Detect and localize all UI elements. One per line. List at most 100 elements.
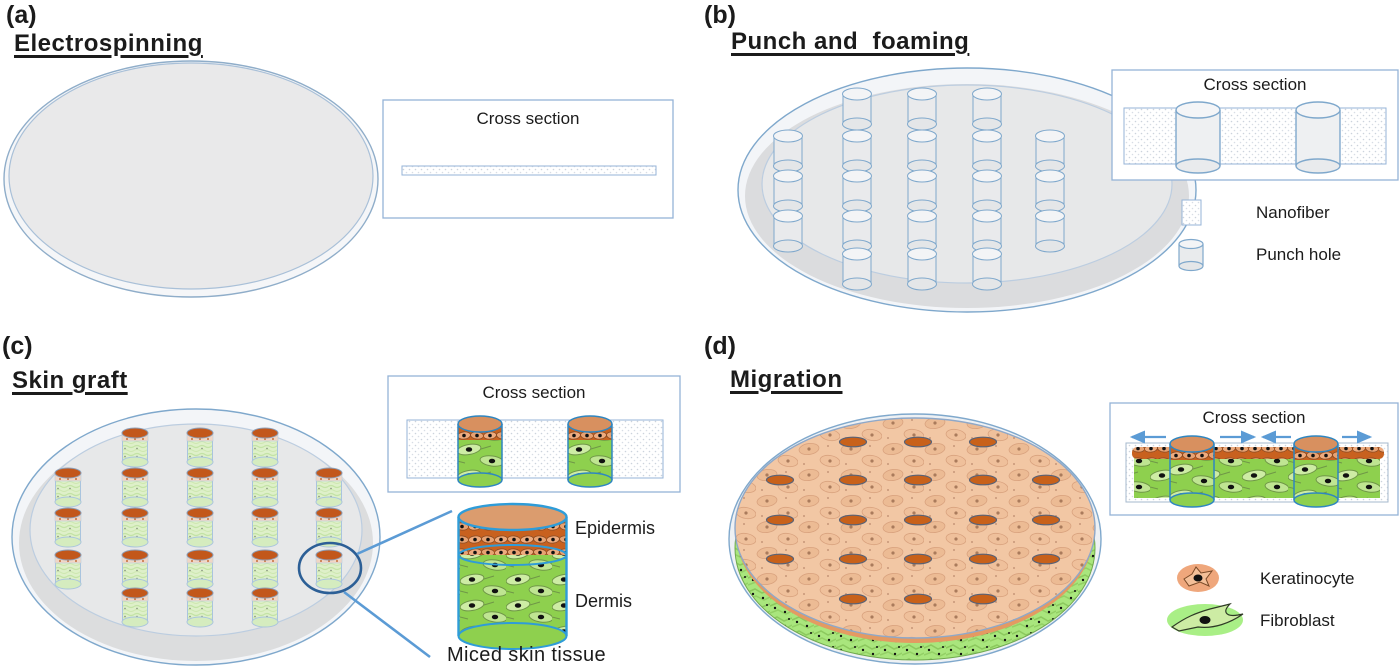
skin-graft-cylinder: [251, 549, 279, 590]
panel-a-label: (a): [6, 1, 37, 29]
nanofiber-band: [1123, 107, 1387, 165]
cross-section-graft-cylinder: [457, 415, 503, 488]
punch-cylinder: [842, 87, 872, 131]
skin-graft-cylinder: [186, 427, 214, 468]
keratinocyte-swatch-icon: [1177, 564, 1219, 592]
punch-cylinder: [773, 209, 803, 253]
punch-cylinder: [1035, 209, 1065, 253]
punch-cylinder: [972, 209, 1002, 253]
graft-top-dot: [903, 436, 933, 448]
graft-top-dot: [838, 593, 868, 605]
skin-graft-cylinder: [186, 467, 214, 508]
petri-dish-skin-graft: [11, 408, 381, 666]
nanofiber-mat-strip: [401, 165, 657, 176]
cross-section-box-b: [1111, 69, 1399, 181]
skin-graft-cylinder: [186, 507, 214, 548]
graft-top-dot: [968, 474, 998, 486]
cross-section-punch-cylinder: [1295, 101, 1341, 174]
fibroblast-swatch-icon: [1167, 602, 1244, 636]
punch-cylinder: [773, 169, 803, 213]
graft-top-dot: [968, 593, 998, 605]
punch-cylinder: [1035, 169, 1065, 213]
graft-top-dot: [765, 553, 795, 565]
callout-line-to-minced-label: [343, 590, 431, 659]
panel-b-title: Punch and foaming: [731, 28, 970, 55]
nanofiber-band: [406, 419, 664, 479]
graft-top-dot: [968, 436, 998, 448]
graft-top-dot: [968, 553, 998, 565]
petri-dish-migration: [728, 413, 1102, 665]
petri-dish-electrospinning: [3, 60, 379, 298]
punch-cylinder: [972, 247, 1002, 291]
legend-d: [1167, 564, 1244, 636]
graft-top-dot: [765, 474, 795, 486]
skin-graft-cylinder: [251, 427, 279, 468]
punch-cylinder: [907, 87, 937, 131]
panel-d-label: (d): [704, 332, 736, 360]
graft-top-dot: [765, 514, 795, 526]
punch-cylinder: [972, 87, 1002, 131]
cross-section-graft-cylinder: [1169, 435, 1215, 508]
punch-cylinder: [842, 247, 872, 291]
punch-cylinder: [773, 129, 803, 173]
punch-cylinder: [907, 209, 937, 253]
graft-top-dot-array: [765, 436, 1061, 605]
minced-skin-tissue-label: Miced skin tissue: [447, 644, 607, 666]
skin-graft-cylinder: [121, 587, 149, 628]
graft-top-dot: [903, 514, 933, 526]
petri-dish-punch-foaming: [737, 67, 1197, 313]
skin-graft-cylinder: [186, 549, 214, 590]
skin-graft-cylinder: [315, 549, 343, 590]
graft-top-dot: [838, 553, 868, 565]
legend-label-nanofiber: Nanofiber: [1256, 203, 1330, 222]
punch-cylinder: [1035, 129, 1065, 173]
legend-label-keratinocyte: Keratinocyte: [1260, 569, 1355, 588]
migrated-skin-sheet: [734, 417, 1096, 639]
skin-graft-cylinder: [121, 507, 149, 548]
skin-graft-cylinder: [251, 587, 279, 628]
punch-cylinder: [842, 129, 872, 173]
graft-top-dot: [1031, 514, 1061, 526]
cross-section-title-d: Cross section: [1202, 408, 1306, 427]
skin-graft-cylinder: [54, 467, 82, 508]
legend-b: [1178, 199, 1204, 272]
graft-top-dot: [838, 514, 868, 526]
cross-section-graft-cylinder: [567, 415, 613, 488]
punch-cylinder: [907, 129, 937, 173]
epidermis-label: Epidermis: [575, 518, 656, 538]
cross-section-punch-cylinder: [1175, 101, 1221, 174]
cross-section-box-d: [1109, 402, 1399, 516]
cross-section-title-a: Cross section: [476, 109, 580, 128]
skin-graft-cylinder: [54, 507, 82, 548]
callout-line-to-enlarged-cylinder: [356, 509, 453, 556]
punch-cylinder: [907, 169, 937, 213]
cross-section-box-a: [382, 99, 674, 219]
punch-cylinder: [907, 247, 937, 291]
punch-cylinder: [842, 209, 872, 253]
graft-top-dot: [903, 553, 933, 565]
skin-graft-cylinder: [121, 427, 149, 468]
skin-graft-cylinder: [315, 507, 343, 548]
graft-top-dot: [968, 514, 998, 526]
panel-d-title: Migration: [730, 366, 843, 393]
skin-graft-cylinder: [315, 467, 343, 508]
legend-label-punch-hole: Punch hole: [1256, 245, 1342, 264]
enlarged-skin-graft-cylinder: [457, 502, 568, 650]
panel-a-title: Electrospinning: [14, 30, 203, 57]
cross-section-title-b: Cross section: [1203, 75, 1307, 94]
cross-section-box-c: [387, 375, 681, 493]
punch-cylinder: [842, 169, 872, 213]
legend-label-fibroblast: Fibroblast: [1260, 611, 1335, 630]
dermis-label: Dermis: [575, 591, 632, 611]
punch-cylinder: [972, 129, 1002, 173]
graft-top-dot: [838, 474, 868, 486]
skin-graft-cylinder: [186, 587, 214, 628]
skin-graft-cylinder: [251, 467, 279, 508]
skin-graft-cylinder: [54, 549, 82, 590]
graft-top-dot: [1031, 553, 1061, 565]
zoom-annotation-circle: [297, 541, 363, 595]
panel-c-title: Skin graft: [12, 367, 128, 394]
punch-cylinder: [972, 169, 1002, 213]
panel-b-label: (b): [704, 1, 736, 29]
